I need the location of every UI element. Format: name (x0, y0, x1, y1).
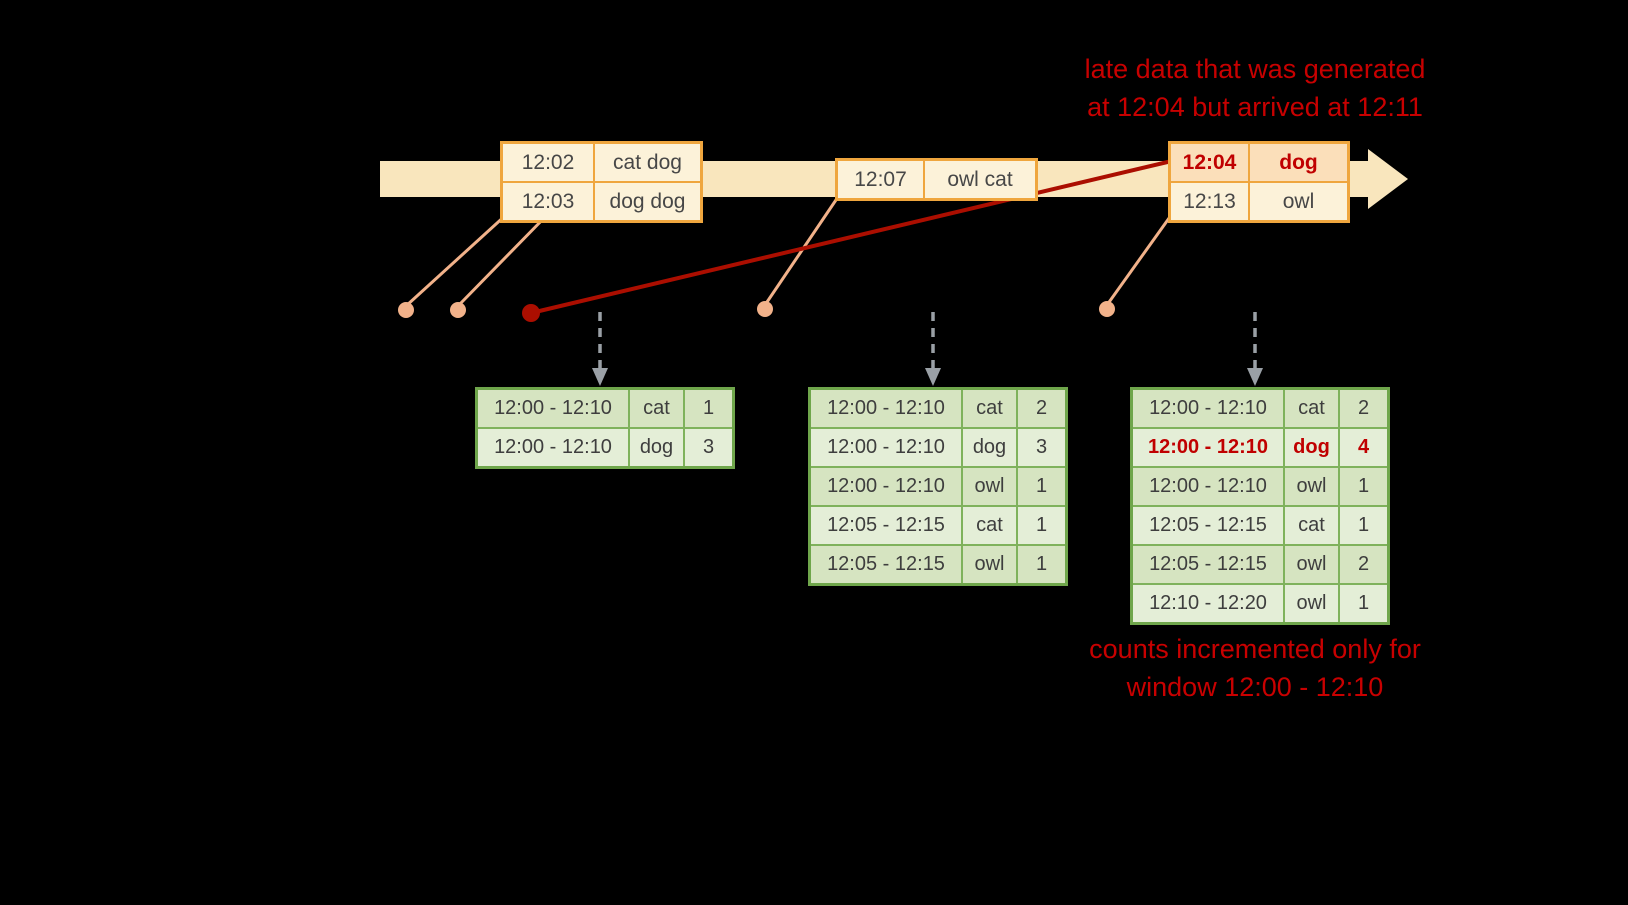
event-dot (1099, 301, 1115, 317)
event-words: cat dog (593, 144, 700, 181)
late-connector-line (530, 158, 1177, 315)
event-row-late: 12:04 dog (1171, 144, 1347, 181)
result-window: 12:00 - 12:10 (811, 390, 961, 427)
result-count: 1 (1016, 546, 1065, 583)
result-window: 12:00 - 12:10 (1133, 468, 1283, 505)
result-window: 12:00 - 12:10 (1133, 390, 1283, 427)
result-count: 4 (1338, 429, 1387, 466)
late-data-annotation: late data that was generated at 12:04 bu… (1020, 50, 1490, 126)
result-count: 3 (683, 429, 732, 466)
result-word: cat (961, 507, 1016, 544)
event-dot (757, 301, 773, 317)
event-time: 12:02 (503, 144, 593, 181)
trigger-arrow-head-icon (925, 368, 941, 386)
result-window: 12:00 - 12:10 (478, 390, 628, 427)
result-window: 12:00 - 12:10 (811, 468, 961, 505)
result-count: 1 (683, 390, 732, 427)
result-word: cat (1283, 390, 1338, 427)
result-count: 1 (1016, 507, 1065, 544)
connector-line (404, 212, 509, 308)
trigger-arrow-head-icon (592, 368, 608, 386)
result-row: 12:05 - 12:15 cat 1 (811, 505, 1065, 544)
trigger-arrow-head-icon (1247, 368, 1263, 386)
late-data-annotation-line1: late data that was generated (1084, 54, 1426, 84)
result-window: 12:00 - 12:10 (478, 429, 628, 466)
event-row: 12:02 cat dog (503, 144, 700, 181)
result-window: 12:05 - 12:15 (1133, 546, 1283, 583)
result-table-1: 12:00 - 12:10 cat 1 12:00 - 12:10 dog 3 (475, 387, 735, 469)
event-row: 12:13 owl (1171, 181, 1347, 220)
event-table-2: 12:07 owl cat (835, 158, 1038, 201)
result-row: 12:05 - 12:15 owl 2 (1133, 544, 1387, 583)
late-event-dot (522, 304, 540, 322)
result-window: 12:05 - 12:15 (811, 546, 961, 583)
result-count: 2 (1016, 390, 1065, 427)
result-table-2: 12:00 - 12:10 cat 2 12:00 - 12:10 dog 3 … (808, 387, 1068, 586)
result-word: cat (1283, 507, 1338, 544)
result-word: dog (961, 429, 1016, 466)
connector-line (456, 212, 550, 308)
result-window: 12:00 - 12:10 (811, 429, 961, 466)
result-count: 1 (1338, 507, 1387, 544)
result-word: dog (1283, 429, 1338, 466)
event-time: 12:04 (1171, 144, 1248, 181)
result-count: 1 (1016, 468, 1065, 505)
result-word: owl (1283, 585, 1338, 622)
result-word: owl (961, 546, 1016, 583)
result-row-late-updated: 12:00 - 12:10 dog 4 (1133, 427, 1387, 466)
counts-annotation-line1: counts incremented only for (1089, 634, 1421, 664)
event-dot (450, 302, 466, 318)
result-count: 2 (1338, 546, 1387, 583)
result-window: 12:10 - 12:20 (1133, 585, 1283, 622)
result-word: dog (628, 429, 683, 466)
result-word: cat (961, 390, 1016, 427)
result-count: 1 (1338, 585, 1387, 622)
result-row: 12:00 - 12:10 cat 2 (1133, 390, 1387, 427)
counts-annotation-line2: window 12:00 - 12:10 (1126, 672, 1384, 702)
result-row: 12:10 - 12:20 owl 1 (1133, 583, 1387, 622)
event-time: 12:07 (838, 161, 923, 198)
event-table-1: 12:02 cat dog 12:03 dog dog (500, 141, 703, 223)
result-word: owl (1283, 468, 1338, 505)
connector-line (1105, 213, 1174, 306)
result-window: 12:05 - 12:15 (811, 507, 961, 544)
event-row: 12:03 dog dog (503, 181, 700, 220)
result-count: 1 (1338, 468, 1387, 505)
result-row: 12:00 - 12:10 cat 1 (478, 390, 732, 427)
result-row: 12:05 - 12:15 cat 1 (1133, 505, 1387, 544)
result-row: 12:00 - 12:10 dog 3 (811, 427, 1065, 466)
event-words: dog dog (593, 183, 700, 220)
event-row: 12:07 owl cat (838, 161, 1035, 198)
result-window: 12:00 - 12:10 (1133, 429, 1283, 466)
event-table-3: 12:04 dog 12:13 owl (1168, 141, 1350, 223)
event-time: 12:03 (503, 183, 593, 220)
event-words: dog (1248, 144, 1347, 181)
result-count: 2 (1338, 390, 1387, 427)
event-time: 12:13 (1171, 183, 1248, 220)
result-window: 12:05 - 12:15 (1133, 507, 1283, 544)
event-words: owl (1248, 183, 1347, 220)
result-row: 12:00 - 12:10 dog 3 (478, 427, 732, 466)
event-dot (398, 302, 414, 318)
result-count: 3 (1016, 429, 1065, 466)
result-word: cat (628, 390, 683, 427)
counts-annotation: counts incremented only for window 12:00… (1035, 630, 1475, 706)
result-row: 12:05 - 12:15 owl 1 (811, 544, 1065, 583)
result-row: 12:00 - 12:10 owl 1 (811, 466, 1065, 505)
result-row: 12:00 - 12:10 owl 1 (1133, 466, 1387, 505)
late-data-annotation-line2: at 12:04 but arrived at 12:11 (1087, 92, 1423, 122)
result-row: 12:00 - 12:10 cat 2 (811, 390, 1065, 427)
result-word: owl (1283, 546, 1338, 583)
result-word: owl (961, 468, 1016, 505)
event-words: owl cat (923, 161, 1035, 198)
result-table-3: 12:00 - 12:10 cat 2 12:00 - 12:10 dog 4 … (1130, 387, 1390, 625)
